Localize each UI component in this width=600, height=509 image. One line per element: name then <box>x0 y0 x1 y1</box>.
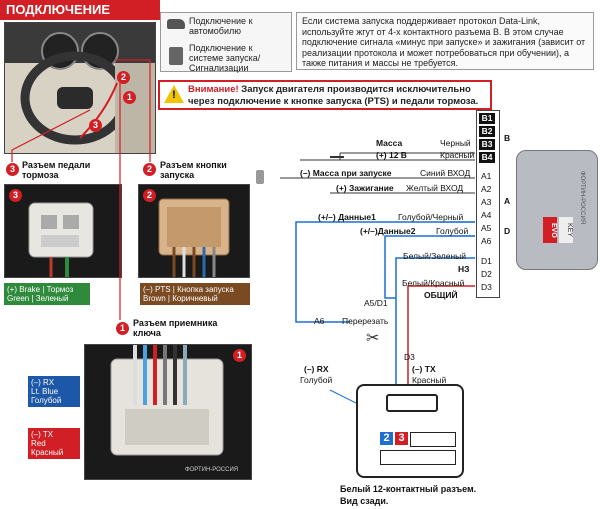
data1-color: Голубой/Черный <box>398 212 464 222</box>
module-body-text: ФОРТИН-РОССИЯ <box>579 171 585 225</box>
brake-photo-number: 3 <box>9 189 22 202</box>
data1-label: (+/–) Данные1 <box>318 212 376 222</box>
receiver-title: Разъем приемника ключа <box>133 318 218 338</box>
module-icon <box>169 47 183 65</box>
d3-color: Белый/Красный <box>402 278 465 288</box>
cut-label: Перерезать <box>342 316 389 326</box>
receiver-watermark: ФОРТИН-РОССИЯ <box>185 467 239 473</box>
side-d: D <box>504 226 511 236</box>
tx-color: Красный <box>412 375 447 385</box>
pts-photo-number: 2 <box>143 189 156 202</box>
tx-tag-line3: Красный <box>31 448 64 457</box>
pin-d1: D1 <box>481 256 492 266</box>
intro-text: Если система запуска поддерживает проток… <box>296 12 594 70</box>
ground-icon <box>330 150 344 158</box>
pin-a1: A1 <box>481 171 492 181</box>
rx-tag-line3: Голубой <box>31 396 62 405</box>
pin-b4: B4 <box>479 152 495 163</box>
ignition-icon <box>256 170 264 184</box>
pin-a4: A4 <box>481 210 492 220</box>
legend-system-text: Подключение к системе запуска/Сигнализац… <box>189 43 261 73</box>
warning-prefix: Внимание! <box>188 84 239 95</box>
brake-tag: (+) Brake | Тормоз Green | Зеленый <box>4 283 90 305</box>
pin-a6: A6 <box>481 236 492 246</box>
common-label: ОБЩИЙ <box>424 290 458 300</box>
ign-label: (+) Зажигание <box>336 183 394 193</box>
pin-block: B1 B2 B3 B4 A1 A2 A3 A4 A5 A6 D1 D2 D3 <box>476 110 500 298</box>
data2-color: Голубой <box>436 226 469 236</box>
tx-tag-line1: (–) TX <box>31 430 54 439</box>
plug-pin-row <box>410 432 456 447</box>
warning-icon <box>164 85 184 103</box>
pin-b2: B2 <box>479 126 495 137</box>
start-color: Синий ВХОД <box>420 168 471 178</box>
pts-photo: 2 <box>138 184 250 278</box>
plug-caption-line2: Вид сзади. <box>340 496 389 506</box>
nz-label: НЗ <box>458 264 470 274</box>
pts-tag-line1: (–) PTS | Кнопка запуска <box>143 285 234 294</box>
pin-d2: D2 <box>481 269 492 279</box>
start-label: (–) Масса при запуске <box>300 168 392 178</box>
rx-tag-line2: Lt. Blue <box>31 387 59 396</box>
pts-number: 2 <box>143 163 156 176</box>
receiver-photo: 1 ФОРТИН-РОССИЯ <box>84 344 252 480</box>
d3-label: D3 <box>404 352 415 362</box>
pts-title: Разъем кнопки запуска <box>160 160 227 180</box>
dashboard-photo: 2 1 3 <box>4 22 156 154</box>
tx-label: (–) TX <box>412 364 436 374</box>
brake-tag-line1: (+) Brake | Тормоз <box>7 285 74 294</box>
pts-tag: (–) PTS | Кнопка запуска Brown | Коричне… <box>140 283 250 305</box>
rx-tag: (–) RX Lt. Blue Голубой <box>28 376 80 407</box>
scissors-icon: ✂ <box>366 330 380 347</box>
plug-top-slot <box>386 394 438 412</box>
pin-b3: B3 <box>479 139 495 150</box>
brake-number: 3 <box>6 163 19 176</box>
rx-tag-line1: (–) RX <box>31 378 55 387</box>
ign-color: Желтый ВХОД <box>406 183 464 193</box>
module-brand-top: EVO <box>543 217 557 243</box>
module-brand-bottom: KEY <box>559 217 573 243</box>
warning-text: Запуск двигателя производится исключител… <box>188 84 479 107</box>
pin-a5: A5 <box>481 223 492 233</box>
power-label: (+) 12 В <box>376 150 407 160</box>
d1-color: Белый/Зеленый <box>403 251 467 261</box>
warning-box: ! Внимание! Запуск двигателя производитс… <box>158 80 492 110</box>
a5d1-label: A5/D1 <box>364 298 388 308</box>
rx-color: Голубой <box>300 375 333 385</box>
plug-pin-2: 2 <box>380 432 393 445</box>
warning-exclamation: ! <box>172 89 176 101</box>
plug-12pin: 2 3 <box>356 384 464 478</box>
marker-3: 3 <box>89 119 102 132</box>
ground-color: Черный <box>440 138 471 148</box>
brake-photo: 3 <box>4 184 122 278</box>
data2-label: (+/–)Данные2 <box>360 226 416 236</box>
pts-tag-line2: Brown | Коричневый <box>143 294 218 303</box>
tx-tag: (–) TX Red Красный <box>28 428 80 459</box>
brake-tag-line2: Green | Зеленый <box>7 294 69 303</box>
dashboard-illustration <box>5 23 155 153</box>
plug-caption-line1: Белый 12-контактный разъем. <box>340 484 477 494</box>
legend-car-text: Подключение к автомобилю <box>189 16 253 36</box>
tx-tag-line2: Red <box>31 439 46 448</box>
plug-pin-3: 3 <box>395 432 408 445</box>
module-body: EVO KEY ФОРТИН-РОССИЯ <box>516 150 598 270</box>
pin-d3: D3 <box>481 282 492 292</box>
pin-a3: A3 <box>481 197 492 207</box>
side-b: B <box>504 133 511 143</box>
marker-1: 1 <box>123 91 136 104</box>
side-a: A <box>504 196 511 206</box>
power-color: Красный <box>440 150 475 160</box>
pin-a2: A2 <box>481 184 492 194</box>
pin-b1: B1 <box>479 113 495 124</box>
rx-label: (–) RX <box>304 364 329 374</box>
legend-box: Подключение к автомобилю Подключение к с… <box>160 12 292 73</box>
car-icon <box>167 19 185 29</box>
plug-bottom-row <box>380 450 456 465</box>
brake-title: Разъем педали тормоза <box>22 160 91 180</box>
receiver-number: 1 <box>116 322 129 335</box>
a6-label: A6 <box>314 316 325 326</box>
receiver-photo-number: 1 <box>233 349 246 362</box>
ground-label: Масса <box>376 138 403 148</box>
